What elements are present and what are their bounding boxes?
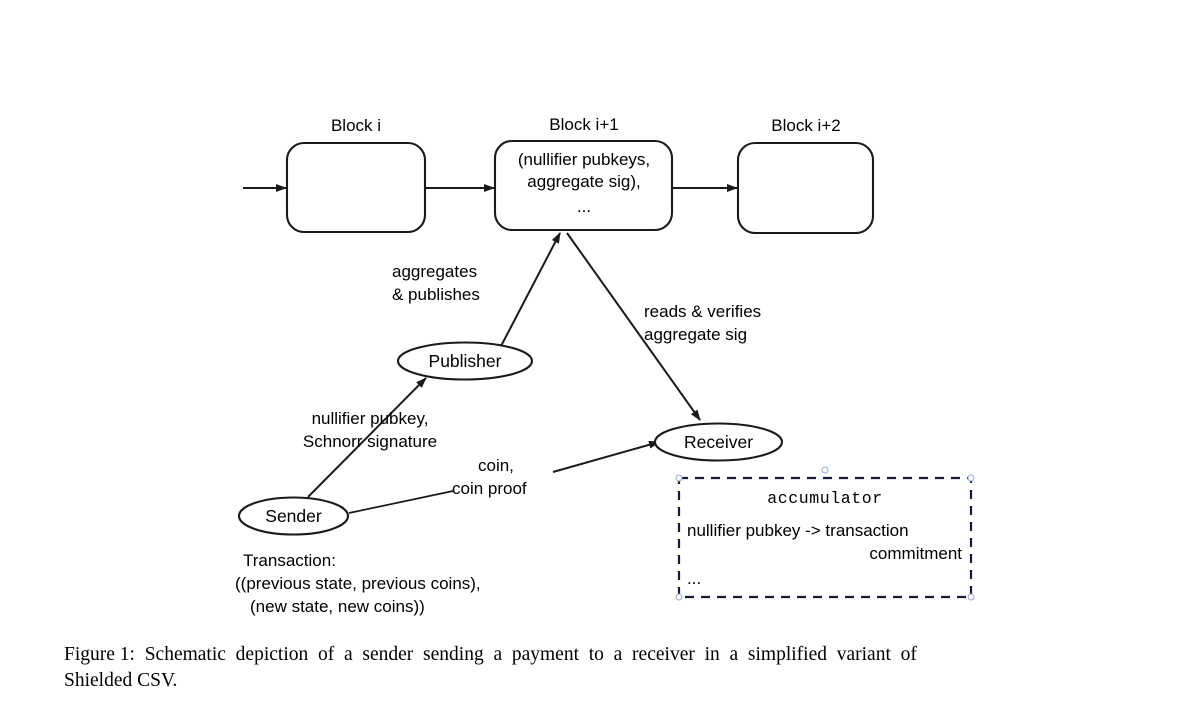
- label-nullifier-pubkey-line-2: Schnorr signature: [303, 432, 437, 451]
- accumulator-handle-top-right[interactable]: [967, 474, 975, 482]
- accumulator-handle-bottom-left[interactable]: [675, 593, 683, 601]
- arrow-publisher-to-block-i1: [499, 232, 561, 349]
- label-aggregates-line-1: aggregates: [392, 262, 477, 281]
- label-coin-line-2: coin proof: [452, 479, 527, 498]
- sender-label: Sender: [265, 506, 322, 526]
- accumulator-handle-bottom-right[interactable]: [967, 593, 975, 601]
- accumulator-box[interactable]: [677, 476, 973, 599]
- label-coin-line-1: coin,: [478, 456, 514, 475]
- transaction-note-line-2: ((previous state, previous coins),: [235, 574, 481, 593]
- block-i1-body-line-3: ...: [577, 197, 591, 216]
- arrow-coin-label-to-receiver: [552, 440, 660, 473]
- accumulator-line-1: nullifier pubkey -> transaction: [687, 521, 909, 540]
- accumulator-line-2: commitment: [869, 544, 962, 563]
- block-i1-body-line-2: aggregate sig),: [527, 172, 640, 191]
- line-sender-to-coin-label: [348, 490, 454, 514]
- transaction-note-line-3: (new state, new coins)): [250, 597, 425, 616]
- publisher-label: Publisher: [429, 351, 502, 371]
- block-i-title: Block i: [331, 116, 381, 135]
- publisher-node[interactable]: [396, 341, 534, 381]
- block-i1-body-line-1: (nullifier pubkeys,: [518, 150, 650, 169]
- figure-caption: Figure 1: Schematic depiction of a sende…: [64, 642, 1142, 695]
- receiver-label: Receiver: [684, 432, 753, 452]
- label-nullifier-pubkey-line-1: nullifier pubkey,: [312, 409, 429, 428]
- transaction-note-line-1: Transaction:: [243, 551, 336, 570]
- caption-line-2: Shielded CSV.: [64, 670, 178, 692]
- label-reads-verifies-line-2: aggregate sig: [644, 325, 747, 344]
- block-i1-title: Block i+1: [549, 115, 618, 134]
- arrow-block-i1-to-receiver: [566, 232, 701, 421]
- schematic-diagram: Block i Block i+1 (nullifier pubkeys, ag…: [235, 115, 975, 616]
- block-i-box[interactable]: [285, 141, 427, 234]
- accumulator-handle-top-center[interactable]: [821, 466, 829, 474]
- block-i1-box[interactable]: [493, 139, 674, 232]
- accumulator-title: accumulator: [767, 489, 883, 508]
- block-i2-box[interactable]: [736, 141, 875, 235]
- accumulator-handle-top-left[interactable]: [675, 474, 683, 482]
- accumulator-line-3: ...: [687, 569, 701, 588]
- label-reads-verifies-line-1: reads & verifies: [644, 302, 761, 321]
- label-aggregates-line-2: & publishes: [392, 285, 480, 304]
- sender-node[interactable]: [237, 496, 350, 536]
- receiver-node[interactable]: [653, 422, 784, 462]
- block-i2-title: Block i+2: [771, 116, 840, 135]
- arrow-sender-to-publisher: [307, 377, 427, 498]
- caption-line-1: Figure 1: Schematic depiction of a sende…: [64, 644, 917, 665]
